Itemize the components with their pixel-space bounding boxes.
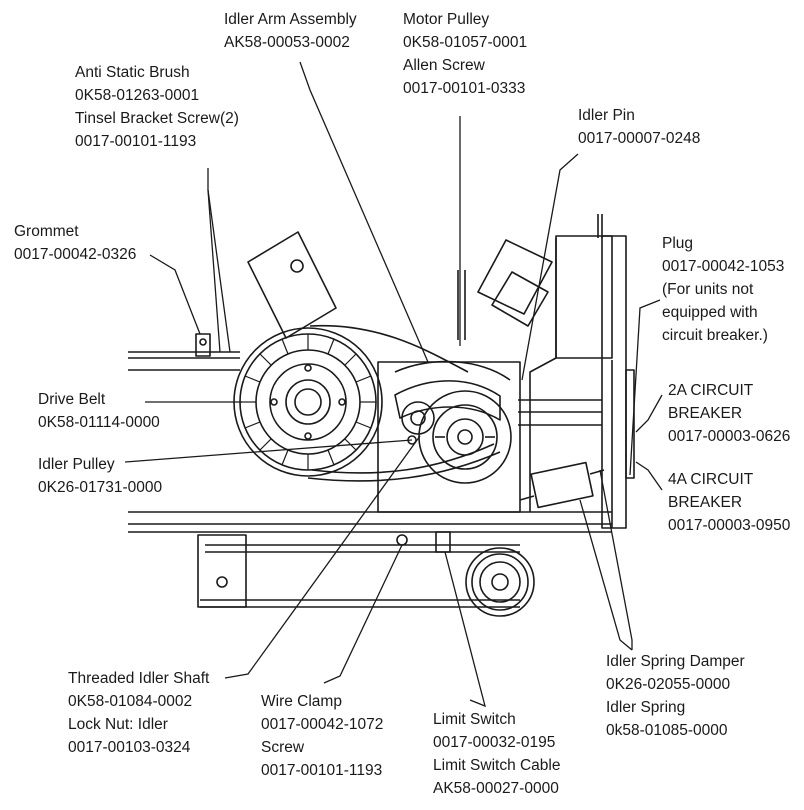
label-name: BREAKER	[668, 494, 743, 511]
label-motor-pulley: Motor Pulley 0K58-01057-0001 Allen Screw…	[403, 8, 527, 100]
limit-switch-wheel	[396, 531, 535, 617]
label-part-number: 0K58-01114-0000	[38, 414, 160, 431]
label-note: circuit breaker.)	[662, 327, 768, 344]
label-4a-circuit-breaker: 4A CIRCUIT BREAKER 0017-00003-0950	[668, 468, 790, 537]
label-idler-spring-damper: Idler Spring Damper 0K26-02055-0000 Idle…	[606, 650, 745, 742]
label-name: Tinsel Bracket Screw(2)	[75, 110, 239, 127]
label-part-number: 0017-00042-0326	[14, 246, 137, 263]
label-part-number: 0017-00101-0333	[403, 80, 526, 97]
label-wire-clamp: Wire Clamp 0017-00042-1072 Screw 0017-00…	[261, 690, 383, 782]
label-name: Allen Screw	[403, 57, 485, 74]
label-grommet: Grommet 0017-00042-0326	[14, 220, 136, 266]
label-name: 4A CIRCUIT	[668, 471, 754, 488]
label-name: Idler Pulley	[38, 456, 115, 473]
label-name: Idler Spring	[606, 699, 686, 716]
motor-housing	[377, 360, 521, 513]
label-name: Wire Clamp	[261, 693, 342, 710]
label-part-number: 0K58-01057-0001	[403, 34, 528, 51]
label-part-number: 0017-00032-0195	[433, 734, 556, 751]
label-part-number: 0K26-01731-0000	[38, 479, 163, 496]
label-part-number: 0K58-01263-0001	[75, 87, 200, 104]
label-plug: Plug 0017-00042-1053 (For units not equi…	[662, 232, 784, 347]
idler-arm	[394, 380, 501, 445]
label-part-number: 0017-00101-1193	[75, 133, 197, 150]
label-anti-static-brush: Anti Static Brush 0K58-01263-0001 Tinsel…	[75, 61, 239, 153]
label-name: Limit Switch	[433, 711, 516, 728]
label-idler-pulley: Idler Pulley 0K26-01731-0000	[38, 453, 162, 499]
label-part-number: 0017-00042-1072	[261, 716, 384, 733]
lower-bracket	[197, 534, 247, 608]
label-name: Plug	[662, 235, 694, 252]
label-part-number: 0017-00042-1053	[662, 258, 785, 275]
label-name: Idler Pin	[578, 107, 635, 124]
label-part-number: 0017-00003-0950	[668, 517, 791, 534]
label-name: Limit Switch Cable	[433, 757, 561, 774]
label-name: 2A CIRCUIT	[668, 382, 754, 399]
label-part-number: 0017-00003-0626	[668, 428, 791, 445]
label-part-number: AK58-00053-0002	[224, 34, 350, 51]
drive-pulley	[233, 327, 383, 477]
frame-rails	[128, 351, 612, 608]
label-name: Anti Static Brush	[75, 64, 190, 81]
label-name: Grommet	[14, 223, 79, 240]
label-name: Drive Belt	[38, 391, 106, 408]
label-threaded-idler-shaft: Threaded Idler Shaft 0K58-01084-0002 Loc…	[68, 667, 209, 759]
label-part-number: 0K26-02055-0000	[606, 676, 731, 693]
label-part-number: AK58-00027-0000	[433, 780, 559, 797]
label-name: Idler Arm Assembly	[224, 11, 357, 28]
label-name: Lock Nut: Idler	[68, 716, 168, 733]
label-2a-circuit-breaker: 2A CIRCUIT BREAKER 0017-00003-0626	[668, 379, 790, 448]
label-drive-belt: Drive Belt 0K58-01114-0000	[38, 388, 160, 434]
label-idler-arm-assembly: Idler Arm Assembly AK58-00053-0002	[224, 8, 357, 54]
label-limit-switch: Limit Switch 0017-00032-0195 Limit Switc…	[433, 708, 561, 800]
label-name: Motor Pulley	[403, 11, 490, 28]
label-part-number: 0K58-01084-0002	[68, 693, 193, 710]
side-plate	[518, 214, 635, 529]
label-part-number: 0017-00101-1193	[261, 762, 383, 779]
label-name: Threaded Idler Shaft	[68, 670, 210, 687]
label-idler-pin: Idler Pin 0017-00007-0248	[578, 104, 700, 150]
label-name: BREAKER	[668, 405, 743, 422]
label-note: (For units not	[662, 281, 754, 298]
label-name: Idler Spring Damper	[606, 653, 745, 670]
label-part-number: 0017-00103-0324	[68, 739, 191, 756]
label-name: Screw	[261, 739, 305, 756]
label-note: equipped with	[662, 304, 758, 321]
label-part-number: 0k58-01085-0000	[606, 722, 728, 739]
leader-lines	[124, 61, 663, 708]
spring-damper	[519, 461, 605, 509]
label-part-number: 0017-00007-0248	[578, 130, 701, 147]
upper-brackets	[195, 231, 553, 357]
